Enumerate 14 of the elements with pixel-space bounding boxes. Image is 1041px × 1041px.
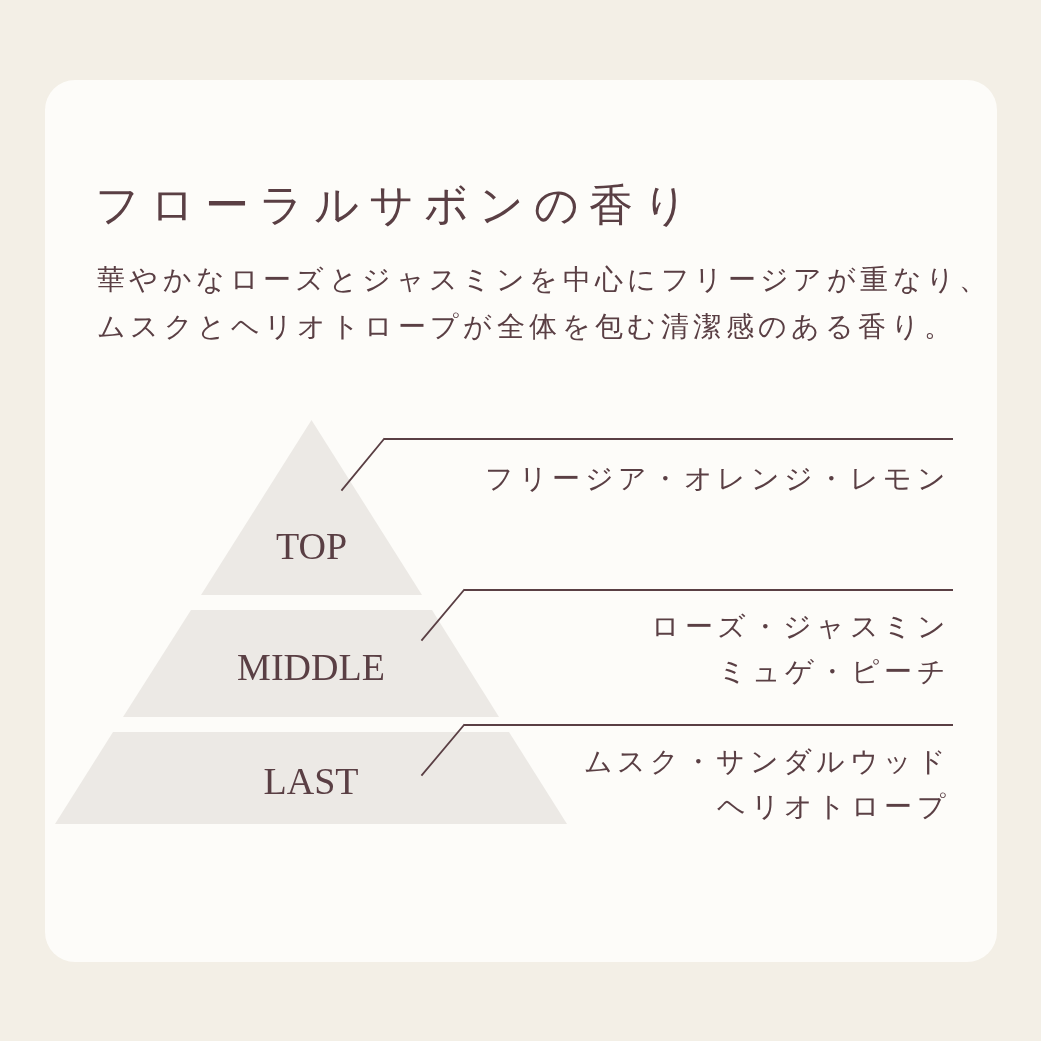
note-text: ムスク・サンダルウッドヘリオトロープ (582, 744, 950, 825)
pyramid-tier (123, 610, 499, 717)
tier-label: MIDDLE (237, 645, 385, 689)
pyramid-tier (55, 732, 567, 824)
note-text: フリージア・オレンジ・レモン (484, 461, 950, 497)
tier-label: LAST (263, 759, 359, 803)
note-text: ローズ・ジャスミンミュゲ・ピーチ (650, 609, 950, 690)
leader-line (341, 438, 385, 491)
description-text: 華やかなローズとジャスミンを中心にフリージアが重なり、ムスクとヘリオトロープが全体を包む清潔感のある香り。 (97, 262, 993, 345)
leader-line (421, 724, 465, 776)
pyramid-tier (201, 420, 422, 595)
tier-label: TOP (275, 524, 348, 568)
leader-line (421, 589, 465, 641)
title: フローラルサボンの香り (95, 178, 698, 232)
